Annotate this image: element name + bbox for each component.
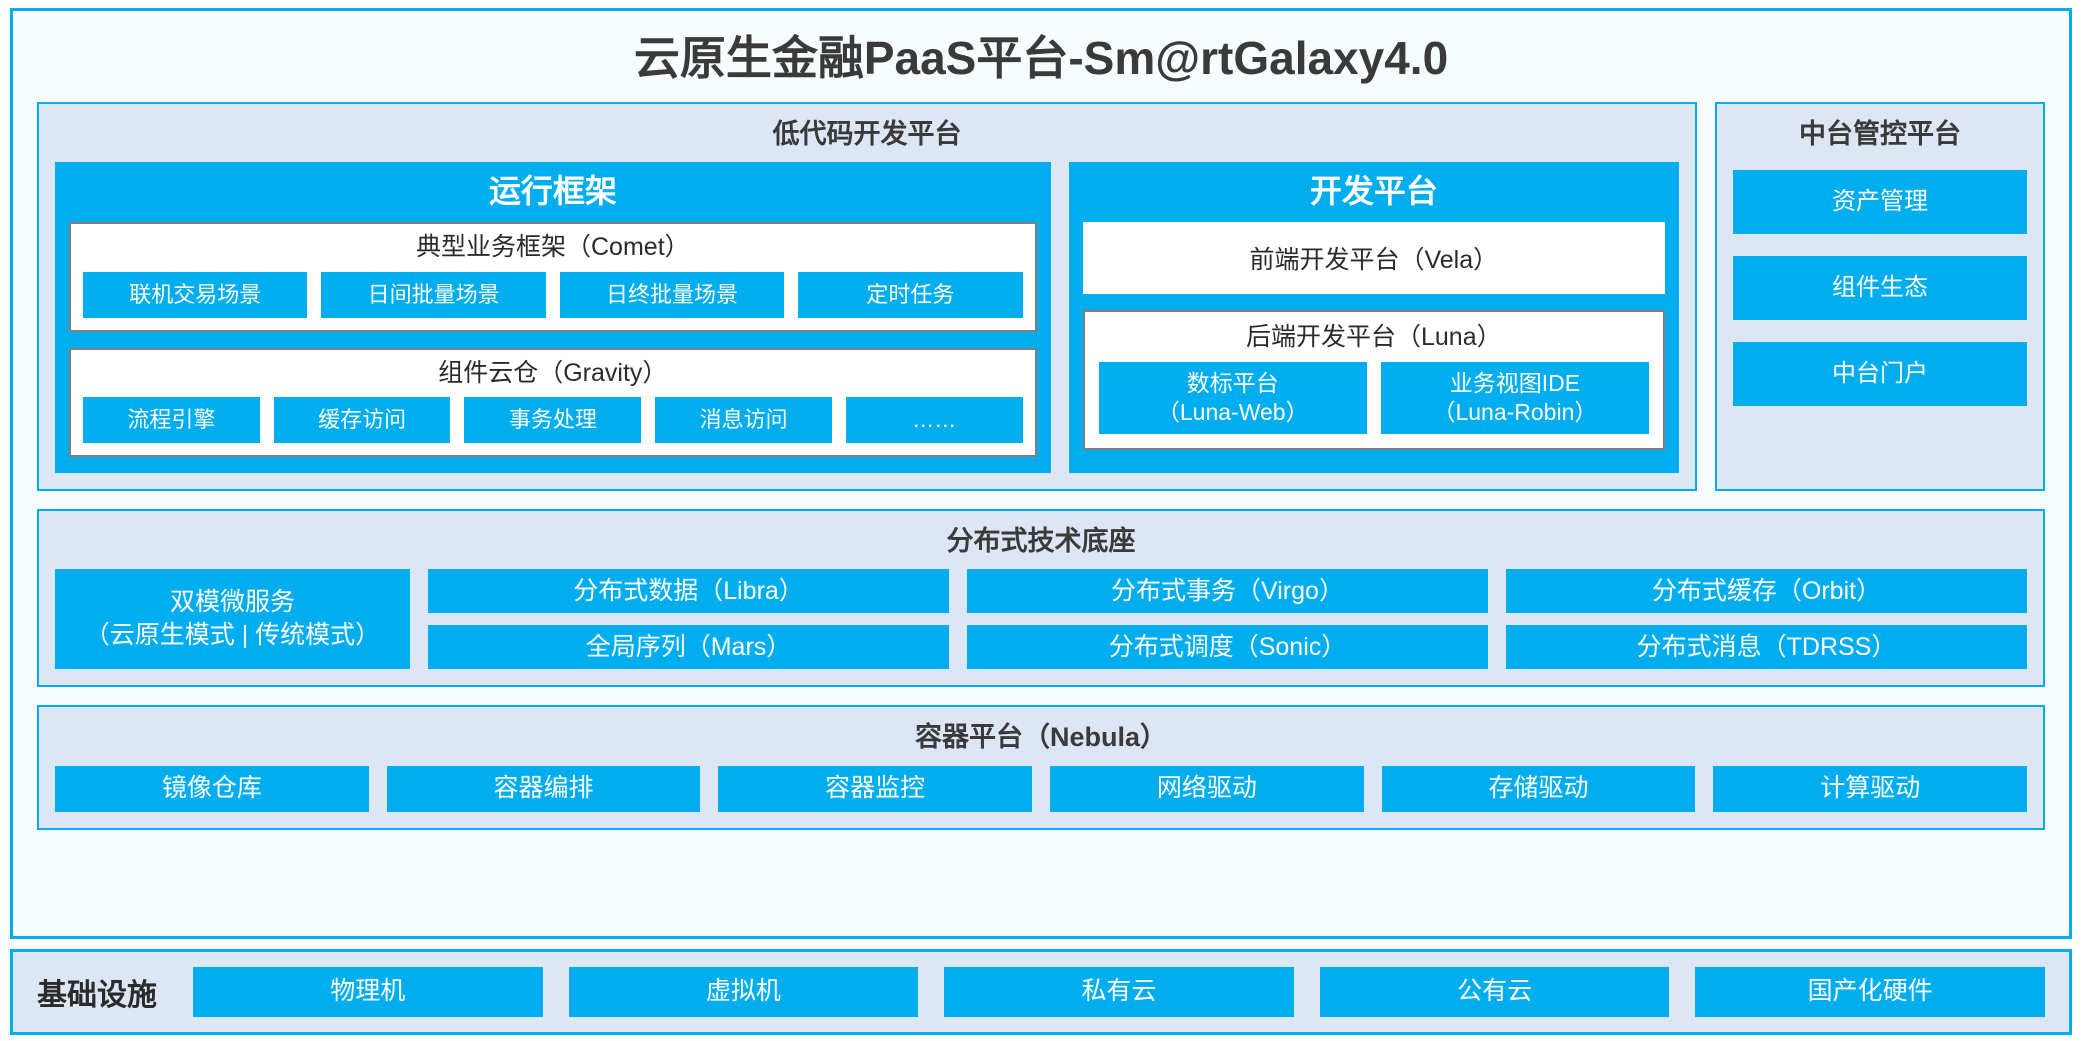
infrastructure-item-private-cloud[interactable]: 私有云 bbox=[944, 967, 1294, 1017]
luna-items-row: 数标平台 （Luna-Web） 业务视图IDE （Luna-Robin） bbox=[1098, 361, 1650, 434]
comet-item[interactable]: 定时任务 bbox=[798, 271, 1023, 318]
infrastructure-label: 基础设施 bbox=[37, 979, 157, 1012]
luna-item-robin-code: （Luna-Robin） bbox=[1432, 398, 1598, 425]
gravity-item[interactable]: 缓存访问 bbox=[273, 396, 451, 443]
lowcode-inner: 运行框架 典型业务框架（Comet） 联机交易场景 日间批量场景 日终批量场景 … bbox=[55, 161, 1679, 473]
middle-platform-item-asset[interactable]: 资产管理 bbox=[1733, 169, 2027, 234]
comet-item[interactable]: 联机交易场景 bbox=[83, 271, 308, 318]
infrastructure-item-domestic-hardware[interactable]: 国产化硬件 bbox=[1695, 967, 2045, 1017]
dual-mode-microservice-line2: （云原生模式 | 传统模式） bbox=[84, 621, 381, 650]
lowcode-platform-title: 低代码开发平台 bbox=[772, 118, 962, 149]
infrastructure-items: 物理机 虚拟机 私有云 公有云 国产化硬件 bbox=[193, 967, 2045, 1017]
infrastructure-item-virtual[interactable]: 虚拟机 bbox=[568, 967, 919, 1017]
page-title: 云原生金融PaaS平台-Sm@rtGalaxy4.0 bbox=[633, 32, 1449, 84]
microservice-column: 双模微服务 （云原生模式 | 传统模式） bbox=[55, 569, 410, 670]
dual-mode-microservice[interactable]: 双模微服务 （云原生模式 | 传统模式） bbox=[55, 569, 410, 670]
distributed-item-mars[interactable]: 全局序列（Mars） bbox=[428, 625, 949, 670]
container-item-monitoring[interactable]: 容器监控 bbox=[718, 765, 1033, 812]
development-platform-section: 开发平台 前端开发平台（Vela） 后端开发平台（Luna） 数标平台 （Lun… bbox=[1068, 161, 1679, 473]
comet-card: 典型业务框架（Comet） 联机交易场景 日间批量场景 日终批量场景 定时任务 bbox=[69, 222, 1037, 332]
container-platform-panel: 容器平台（Nebula） 镜像仓库 容器编排 容器监控 网络驱动 存储驱动 计算… bbox=[37, 705, 2045, 830]
infrastructure-item-public-cloud[interactable]: 公有云 bbox=[1319, 967, 1670, 1017]
container-item-network-driver[interactable]: 网络驱动 bbox=[1050, 765, 1364, 812]
infrastructure-item-physical[interactable]: 物理机 bbox=[193, 967, 543, 1017]
gravity-title: 组件云仓（Gravity） bbox=[438, 358, 668, 387]
middle-platform-panel: 中台管控平台 资产管理 组件生态 中台门户 bbox=[1715, 101, 2045, 491]
gravity-items-row: 流程引擎 缓存访问 事务处理 消息访问 …… bbox=[83, 396, 1023, 443]
infrastructure-panel: 基础设施 物理机 虚拟机 私有云 公有云 国产化硬件 bbox=[10, 949, 2072, 1035]
distributed-item-virgo[interactable]: 分布式事务（Virgo） bbox=[967, 569, 1488, 614]
luna-title: 后端开发平台（Luna） bbox=[1246, 323, 1502, 352]
runtime-framework-title: 运行框架 bbox=[488, 172, 617, 209]
luna-item-robin-name: 业务视图IDE bbox=[1449, 369, 1581, 396]
container-item-orchestration[interactable]: 容器编排 bbox=[386, 765, 701, 812]
gravity-item[interactable]: 事务处理 bbox=[464, 396, 642, 443]
distributed-column-3: 分布式缓存（Orbit） 分布式消息（TDRSS） bbox=[1506, 569, 2027, 670]
development-platform-cards: 前端开发平台（Vela） 后端开发平台（Luna） 数标平台 （Luna-Web… bbox=[1082, 222, 1665, 457]
comet-items-row: 联机交易场景 日间批量场景 日终批量场景 定时任务 bbox=[83, 271, 1023, 318]
luna-item-robin[interactable]: 业务视图IDE （Luna-Robin） bbox=[1380, 361, 1650, 434]
container-item-compute-driver[interactable]: 计算驱动 bbox=[1713, 765, 2028, 812]
runtime-framework-section: 运行框架 典型业务框架（Comet） 联机交易场景 日间批量场景 日终批量场景 … bbox=[55, 161, 1051, 473]
distributed-item-libra[interactable]: 分布式数据（Libra） bbox=[428, 569, 949, 614]
gravity-item[interactable]: 流程引擎 bbox=[83, 396, 260, 443]
container-platform-title: 容器平台（Nebula） bbox=[914, 722, 1168, 753]
distributed-foundation-panel: 分布式技术底座 双模微服务 （云原生模式 | 传统模式） 分布式数据（Libra… bbox=[37, 508, 2045, 688]
comet-title: 典型业务框架（Comet） bbox=[416, 233, 690, 262]
distributed-foundation-title: 分布式技术底座 bbox=[946, 525, 1136, 556]
middle-platform-title: 中台管控平台 bbox=[1799, 118, 1961, 149]
dual-mode-microservice-line1: 双模微服务 bbox=[169, 587, 295, 616]
container-item-storage-driver[interactable]: 存储驱动 bbox=[1381, 765, 1696, 812]
gravity-item-more[interactable]: …… bbox=[845, 396, 1023, 443]
development-platform-title: 开发平台 bbox=[1309, 172, 1438, 209]
gravity-card: 组件云仓（Gravity） 流程引擎 缓存访问 事务处理 消息访问 …… bbox=[69, 347, 1037, 457]
runtime-cards: 典型业务框架（Comet） 联机交易场景 日间批量场景 日终批量场景 定时任务 … bbox=[69, 222, 1037, 457]
main-architecture-frame: 云原生金融PaaS平台-Sm@rtGalaxy4.0 低代码开发平台 运行框架 … bbox=[10, 8, 2072, 939]
vela-card[interactable]: 前端开发平台（Vela） bbox=[1082, 222, 1665, 295]
luna-item-web[interactable]: 数标平台 （Luna-Web） bbox=[1098, 361, 1367, 434]
distributed-column-2: 分布式事务（Virgo） 分布式调度（Sonic） bbox=[967, 569, 1488, 670]
lowcode-platform-panel: 低代码开发平台 运行框架 典型业务框架（Comet） 联机交易场景 日间批量场景 bbox=[37, 101, 1697, 491]
middle-platform-item-component[interactable]: 组件生态 bbox=[1733, 255, 2027, 320]
middle-platform-items: 资产管理 组件生态 中台门户 bbox=[1733, 169, 2027, 473]
luna-item-web-name: 数标平台 bbox=[1186, 369, 1279, 396]
comet-item[interactable]: 日间批量场景 bbox=[321, 271, 546, 318]
luna-item-web-code: （Luna-Web） bbox=[1156, 398, 1309, 425]
container-item-registry[interactable]: 镜像仓库 bbox=[55, 765, 369, 812]
container-items-row: 镜像仓库 容器编排 容器监控 网络驱动 存储驱动 计算驱动 bbox=[55, 765, 2028, 812]
gravity-item[interactable]: 消息访问 bbox=[655, 396, 832, 443]
luna-card: 后端开发平台（Luna） 数标平台 （Luna-Web） 业务视图IDE （Lu… bbox=[1082, 310, 1665, 450]
distributed-grid: 双模微服务 （云原生模式 | 传统模式） 分布式数据（Libra） 全局序列（M… bbox=[55, 569, 2027, 670]
distributed-column-1: 分布式数据（Libra） 全局序列（Mars） bbox=[428, 569, 949, 670]
middle-platform-item-portal[interactable]: 中台门户 bbox=[1733, 341, 2027, 406]
distributed-item-sonic[interactable]: 分布式调度（Sonic） bbox=[967, 625, 1488, 670]
distributed-item-orbit[interactable]: 分布式缓存（Orbit） bbox=[1506, 569, 2027, 614]
distributed-item-tdrss[interactable]: 分布式消息（TDRSS） bbox=[1506, 625, 2027, 670]
comet-item[interactable]: 日终批量场景 bbox=[559, 271, 785, 318]
top-section: 低代码开发平台 运行框架 典型业务框架（Comet） 联机交易场景 日间批量场景 bbox=[37, 101, 2045, 491]
